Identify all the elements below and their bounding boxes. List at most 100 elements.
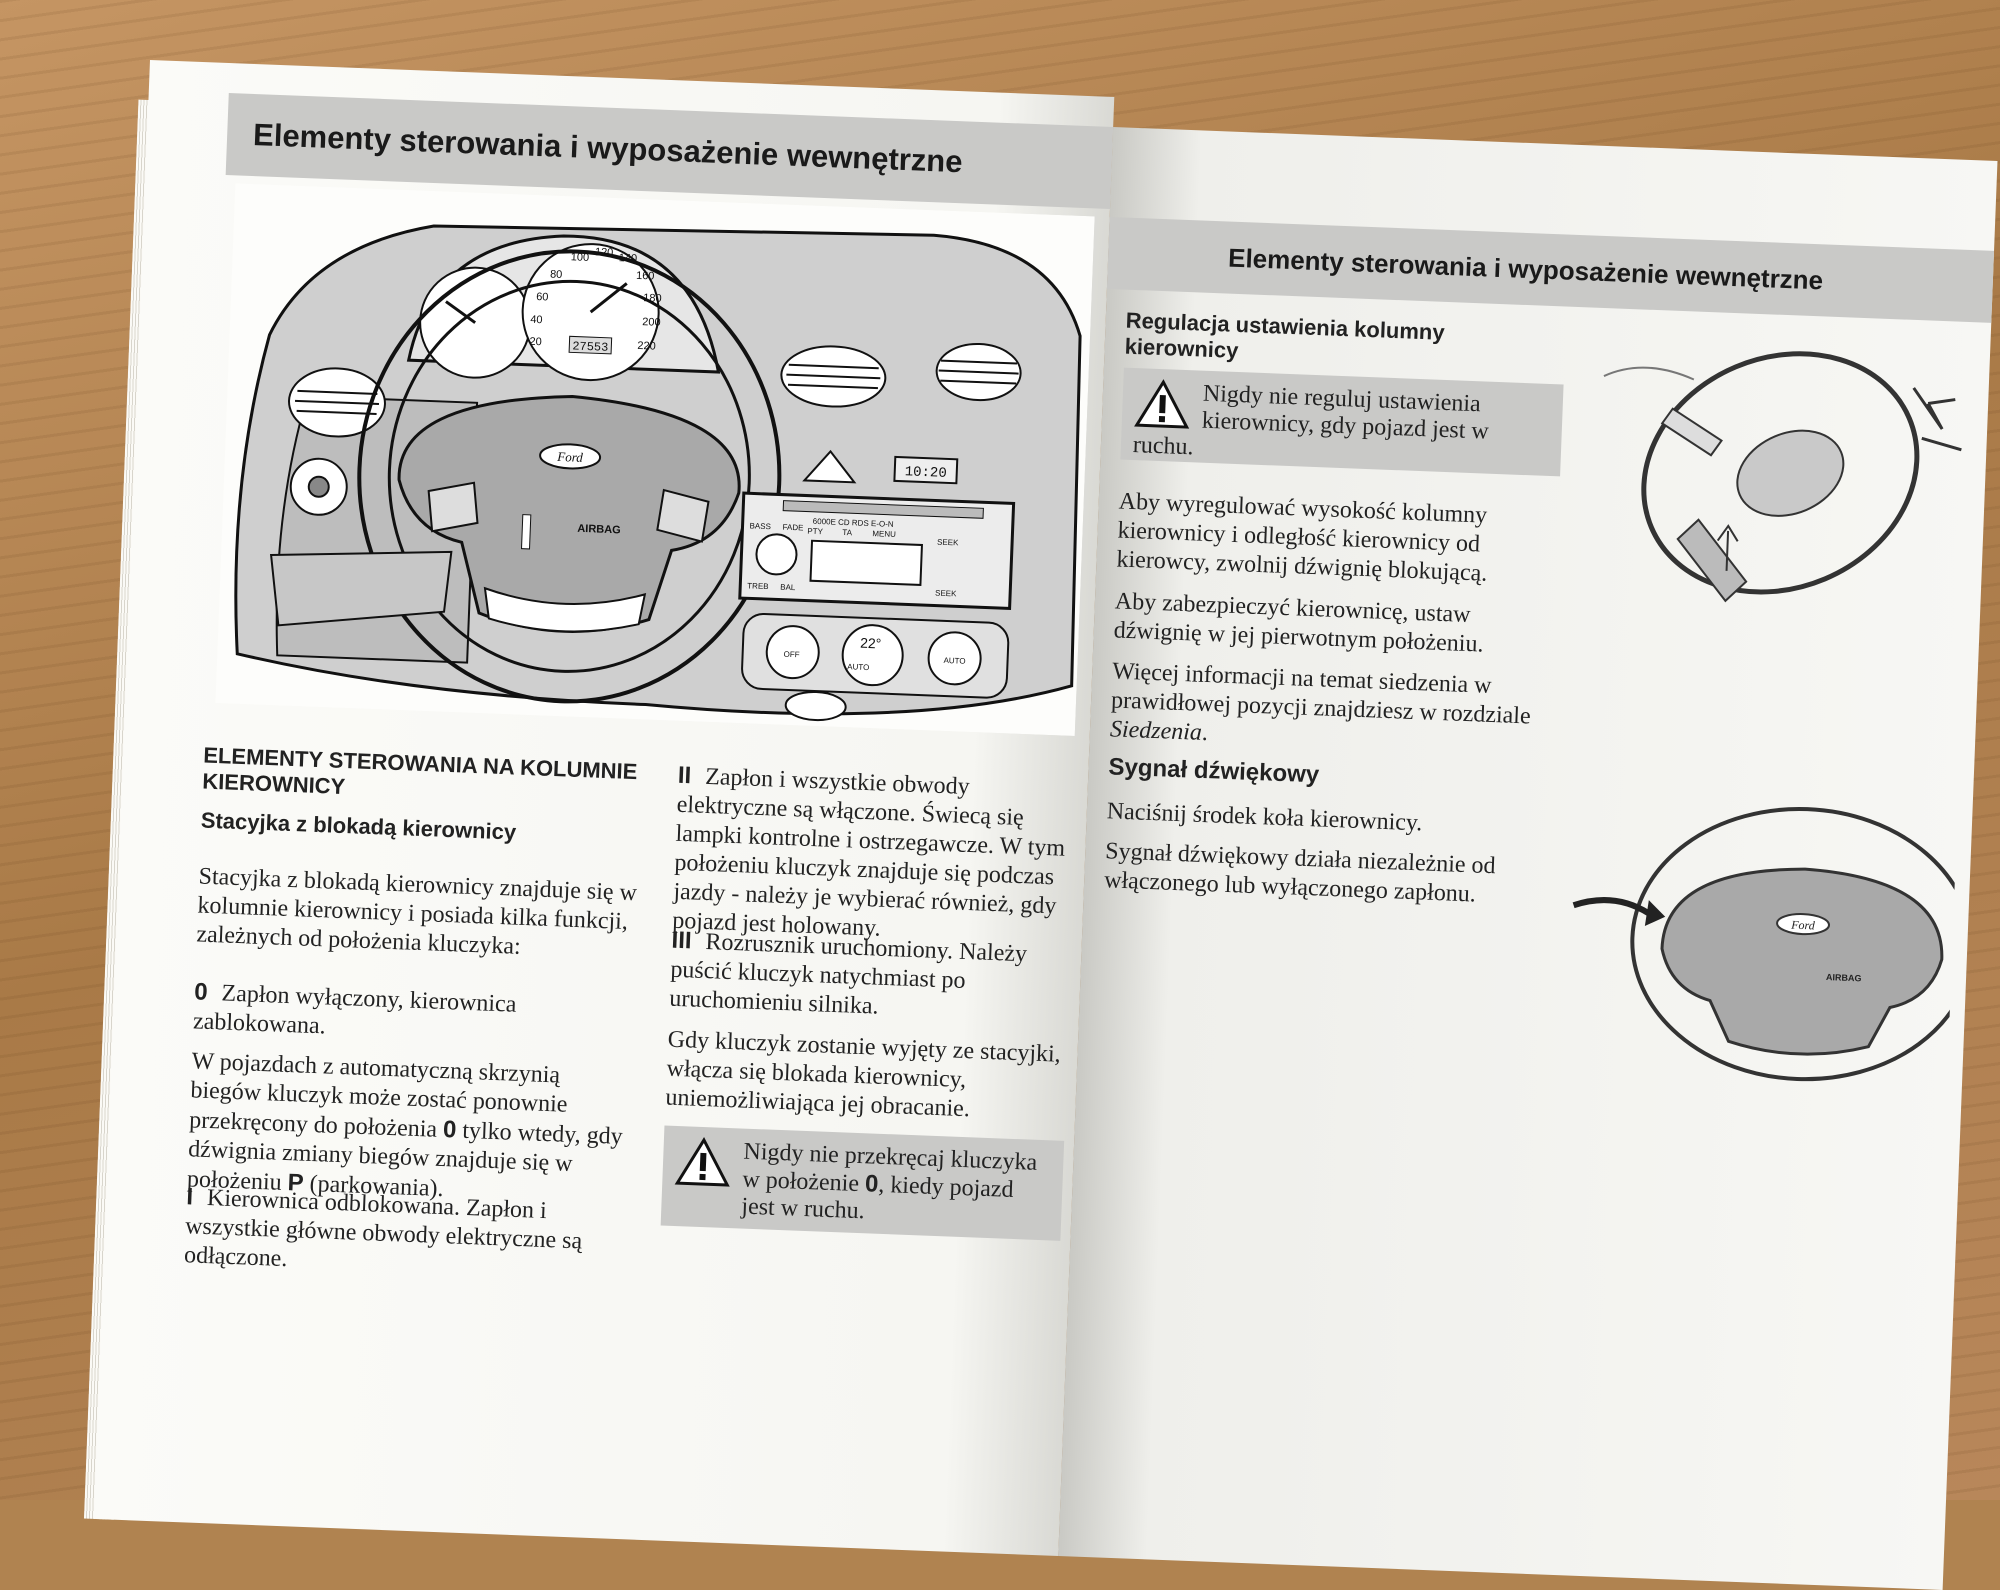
- horn-paragraph-1: Naciśnij środek koła kierownicy.: [1106, 798, 1423, 837]
- climate-temp: 22°: [860, 635, 882, 652]
- subsection-title-ignition: Stacyjka z blokadą kierownicy: [200, 807, 517, 845]
- speed-tick: 200: [642, 316, 661, 329]
- radio-button: SEEK: [935, 589, 957, 599]
- illustration-wheel-hub: [1736, 429, 1845, 517]
- adjust-arrows-icon: [1912, 387, 1962, 452]
- illustration-driver-arm: [1603, 366, 1695, 381]
- position-0-label: 0: [193, 978, 209, 1006]
- radio-button: BASS: [749, 521, 771, 531]
- column-adjust-paragraph-3: Więcej informacji na temat siedzenia w p…: [1109, 657, 1542, 760]
- speed-tick: 40: [530, 314, 543, 326]
- press-arrowhead-icon: [1644, 900, 1666, 927]
- horn-paragraph-2: Sygnał dźwiękowy działa niezależnie od w…: [1103, 838, 1497, 908]
- right-page: Elementy sterowania i wyposażenie wewnęt…: [1058, 127, 1998, 1590]
- radio-model-label: 6000E CD RDS E-O-N: [813, 517, 894, 529]
- right-page-header: Elementy sterowania i wyposażenie wewnęt…: [1106, 216, 1995, 323]
- press-arrow-icon: [1572, 897, 1650, 916]
- warning-box-ignition: Nigdy nie przekręcaj kluczyka w położeni…: [660, 1125, 1065, 1241]
- clock-display: [893, 455, 959, 485]
- radio-button: FADE: [782, 523, 803, 533]
- illustration-lever: [1660, 407, 1723, 457]
- illustration-wheel-rim: [1641, 351, 1920, 595]
- para-3-italic: Siedzenia: [1109, 716, 1203, 746]
- auto-bold-0: 0: [442, 1116, 457, 1144]
- position-1-label: I: [185, 1183, 194, 1211]
- radio-button: MENU: [872, 529, 896, 539]
- key-removed-note: Gdy kluczyk zostanie wyjęty ze stacyjki,…: [665, 1026, 1062, 1123]
- hazard-button: [802, 449, 857, 484]
- open-manual: Elementy sterowania i wyposażenie wewnęt…: [83, 60, 1999, 1590]
- horn-ford-logo: Ford: [1790, 918, 1816, 933]
- climate-button: AUTO: [847, 662, 869, 672]
- center-vent-slats: [786, 359, 1019, 390]
- left-page: Elementy sterowania i wyposażenie wewnęt…: [93, 60, 1115, 1556]
- radio-volume-knob: [755, 533, 798, 576]
- warning-triangle-icon: [674, 1137, 730, 1187]
- left-vent-slats: [294, 389, 380, 415]
- ford-logo: Ford: [556, 449, 584, 465]
- horn-illustration: Ford AIRBAG: [1572, 807, 1958, 1082]
- radio-button: BAL: [780, 583, 796, 593]
- dashboard-diagram: 20 40 60 80 100 120 140 160 180 200 220 …: [215, 183, 1095, 736]
- climate-button: OFF: [783, 650, 799, 660]
- position-2-text: Zapłon i wszystkie obwody elektryczne są…: [671, 763, 1066, 942]
- position-3-text: Rozrusznik uruchomiony. Należy puścić kl…: [668, 928, 1028, 1020]
- light-switch-knob: [307, 475, 330, 498]
- warning-1-bold: 0: [864, 1170, 879, 1198]
- airbag-label: AIRBAG: [577, 523, 621, 537]
- odometer-display: [568, 335, 613, 355]
- position-3-label: III: [671, 926, 693, 955]
- horn-airbag-label: AIRBAG: [1826, 972, 1862, 983]
- warning-box-column: Nigdy nie reguluj ustawienia kierownicy,…: [1120, 367, 1564, 477]
- illustration-column: [1676, 518, 1748, 603]
- column-adjust-illustration: [1603, 351, 1962, 603]
- section-title-column-adjust: Regulacja ustawienia kolumny kierownicy: [1124, 307, 1446, 363]
- speed-tick: 80: [550, 269, 563, 281]
- lower-tray: [269, 550, 453, 627]
- steering-wheel-inner: [387, 279, 751, 673]
- wheel-bottom-spoke: [483, 586, 647, 633]
- lower-vent: [784, 690, 847, 722]
- clock-value: 10:20: [904, 464, 947, 482]
- ford-logo-oval: [539, 443, 602, 470]
- speed-tick: 220: [637, 340, 656, 353]
- airbag-indicator: [520, 514, 532, 550]
- horn-wheel-rim: [1630, 807, 1958, 1082]
- steering-wheel-hub: [397, 394, 741, 633]
- position-1-text: Kierownica odblokowana. Zapłon i wszystk…: [183, 1185, 583, 1273]
- climate-left-knob: [765, 625, 820, 680]
- speedometer: [521, 243, 660, 382]
- speed-tick: 160: [636, 270, 655, 283]
- cd-slot: [782, 500, 984, 519]
- para-3-text-b: .: [1201, 719, 1209, 747]
- speed-tick: 60: [536, 291, 549, 303]
- climate-center-knob: [841, 624, 904, 687]
- column-adjust-paragraph-2: Aby zabezpieczyć kierownicę, ustaw dźwig…: [1113, 588, 1484, 658]
- radio-display: [809, 539, 923, 586]
- ignition-intro: Stacyjka z blokadą kierownicy znajduje s…: [195, 863, 638, 960]
- lever-arrow-icon: [1716, 524, 1739, 571]
- climate-button: AUTO: [943, 656, 965, 666]
- speed-tick: 20: [529, 336, 542, 348]
- radio-button: TREB: [747, 581, 769, 591]
- position-2-label: II: [677, 761, 692, 790]
- radio-button: TA: [842, 528, 853, 537]
- odometer-value: 27553: [572, 339, 609, 354]
- horn-ford-oval: [1776, 913, 1831, 936]
- section-title-steering-column: ELEMENTY STEROWANIA NA KOLUMNIE KIEROWNI…: [201, 742, 638, 800]
- radio-button: PTY: [807, 527, 824, 537]
- tacho-needle: [445, 300, 477, 324]
- right-spoke-controls: [656, 488, 710, 543]
- radio-button: SEEK: [937, 538, 959, 548]
- radio-buttons: PTY TA MENU SEEK SEEK BASS FADE TREB BAL: [747, 521, 959, 599]
- left-spoke-controls: [427, 481, 479, 533]
- steering-wheel-outer: [357, 249, 782, 704]
- climate-right-knob: [927, 631, 982, 686]
- warning-triangle-icon: [1134, 379, 1190, 429]
- horn-title: Sygnał dźwiękowy: [1108, 753, 1320, 789]
- climate-buttons: OFF AUTO AUTO: [783, 650, 965, 672]
